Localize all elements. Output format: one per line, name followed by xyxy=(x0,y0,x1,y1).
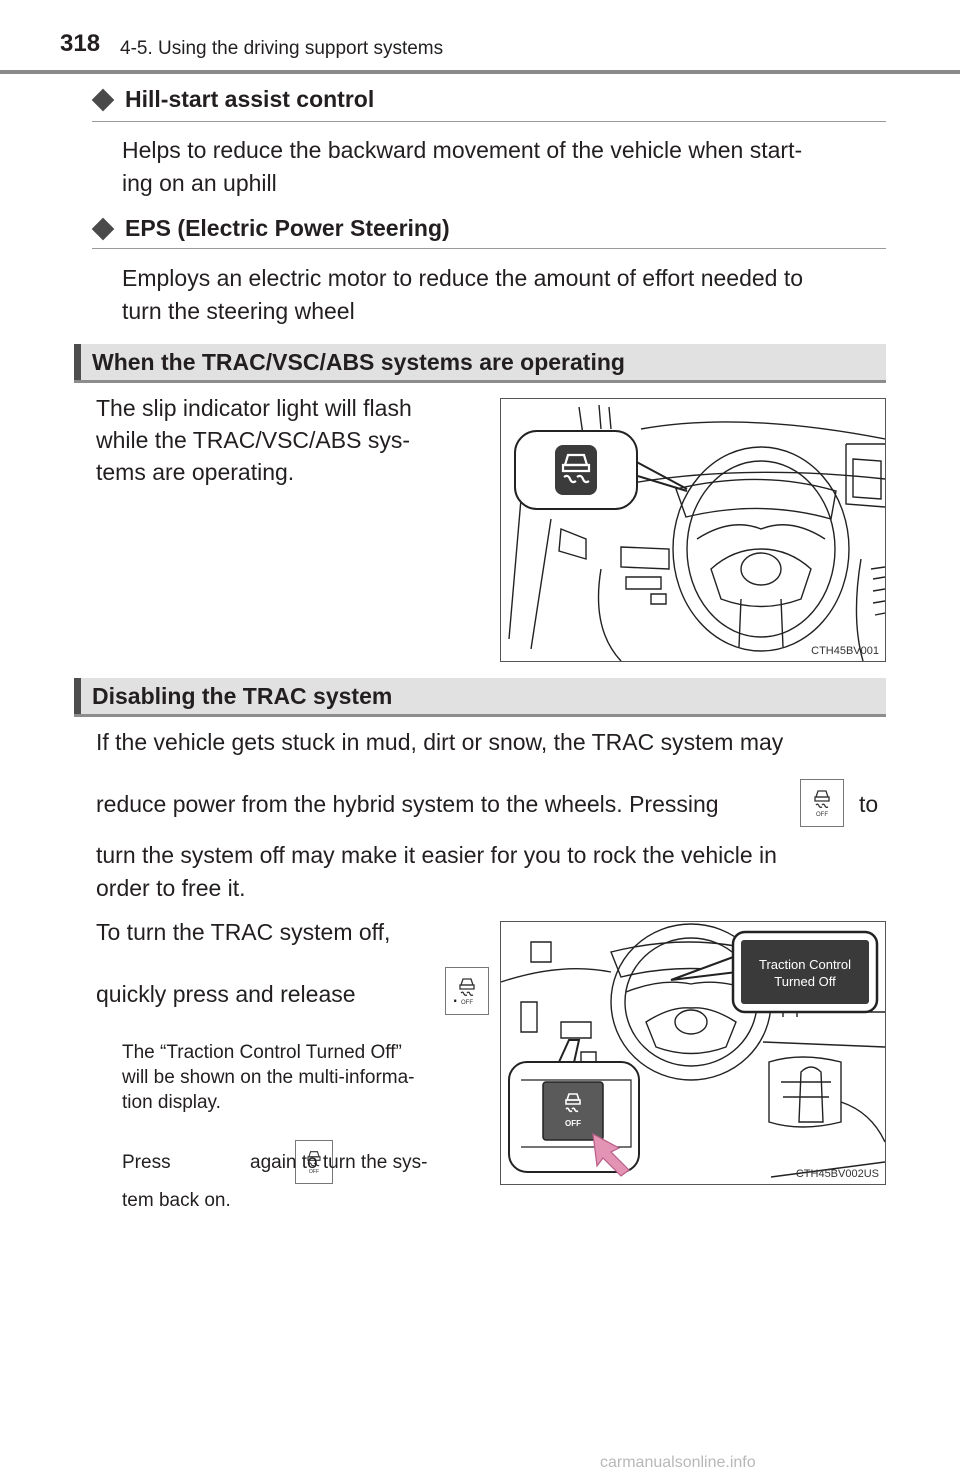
eps-rule xyxy=(92,248,886,249)
hill-start-line1: Helps to reduce the backward movement of… xyxy=(122,137,803,163)
trac-off-switch-icon: OFF xyxy=(294,1140,333,1184)
hill-start-heading: Hill-start assist control xyxy=(91,86,375,113)
trac-off-switch-icon: OFF xyxy=(800,779,844,827)
note-line2: will be shown on the multi-informa- xyxy=(122,1067,415,1088)
hill-start-line2: ing on an uphill xyxy=(122,170,277,196)
diamond-bullet-icon xyxy=(91,88,115,111)
press-word: Press xyxy=(122,1152,171,1173)
trac-off-switch-icon: OFF xyxy=(445,967,490,1015)
operating-line1: The slip indicator light will flash xyxy=(96,395,412,421)
hill-start-heading-text: Hill-start assist control xyxy=(125,86,375,112)
display-line1: Traction Control xyxy=(759,957,851,972)
disabling-line2: reduce power from the hybrid system to t… xyxy=(96,791,719,817)
press-line1-rest: again to turn the sys- xyxy=(250,1152,428,1173)
disabling-line1: If the vehicle gets stuck in mud, dirt o… xyxy=(96,729,784,755)
note-line1: The “Traction Control Turned Off” xyxy=(122,1042,402,1063)
switch-off-label: OFF xyxy=(565,1119,581,1128)
eps-line1: Employs an electric motor to reduce the … xyxy=(122,265,804,291)
figure-trac-off: Traction Control Turned Off OFF CTH45BV0… xyxy=(500,921,886,1185)
figure-slip-indicator: CTH45BV001 xyxy=(500,398,886,662)
svg-text:OFF: OFF xyxy=(816,812,828,818)
instruction-line2: quickly press and release xyxy=(96,981,356,1007)
instruction-line2-end: . xyxy=(452,981,459,1007)
svg-text:OFF: OFF xyxy=(309,1169,319,1175)
section-title: 4-5. Using the driving support systems xyxy=(120,38,444,59)
display-line2: Turned Off xyxy=(774,974,836,989)
note-line3: tion display. xyxy=(122,1092,221,1113)
disabling-line4: order to free it. xyxy=(96,875,246,901)
header-rule xyxy=(0,70,960,74)
multi-information-display: Traction Control Turned Off xyxy=(741,956,869,990)
section-title-disabling: Disabling the TRAC system xyxy=(92,683,393,709)
eps-heading-text: EPS (Electric Power Steering) xyxy=(125,215,450,241)
eps-line2: turn the steering wheel xyxy=(122,298,355,324)
dashboard-illustration xyxy=(508,404,885,661)
press-line2: tem back on. xyxy=(122,1190,231,1211)
instruction-line1: To turn the TRAC system off, xyxy=(96,919,391,945)
svg-text:OFF: OFF xyxy=(461,1000,473,1006)
trac-off-illustration xyxy=(501,923,885,1178)
section-bar-operating: When the TRAC/VSC/ABS systems are operat… xyxy=(74,344,886,383)
section-title-operating: When the TRAC/VSC/ABS systems are operat… xyxy=(92,349,625,375)
hill-start-rule xyxy=(92,121,886,122)
disabling-line2-end: to xyxy=(859,791,879,817)
operating-line3: tems are operating. xyxy=(96,459,295,485)
figure-code: CTH45BV001 xyxy=(811,645,879,657)
operating-line2: while the TRAC/VSC/ABS sys- xyxy=(96,427,411,453)
diamond-bullet-icon xyxy=(91,217,115,240)
page-number: 318 xyxy=(60,30,101,57)
section-bar-disabling: Disabling the TRAC system xyxy=(74,678,886,717)
footer-watermark: carmanualsonline.info xyxy=(600,1454,756,1471)
disabling-line3: turn the system off may make it easier f… xyxy=(96,842,777,868)
figure-code: CTH45BV002US xyxy=(795,1168,879,1180)
eps-heading: EPS (Electric Power Steering) xyxy=(91,215,450,242)
